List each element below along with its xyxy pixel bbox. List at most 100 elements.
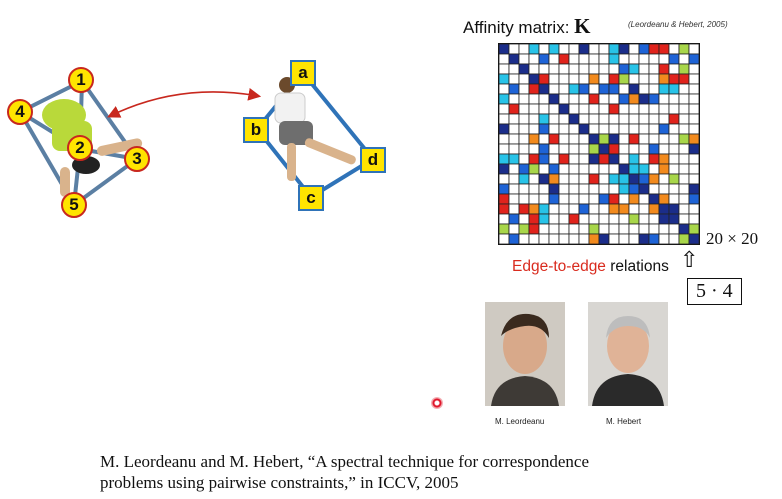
- matrix-cell: [568, 163, 580, 175]
- matrix-cell: [598, 173, 610, 185]
- matrix-cell: [538, 93, 550, 105]
- matrix-cell: [638, 103, 650, 115]
- matrix-cell: [678, 63, 690, 75]
- matrix-cell: [678, 123, 690, 135]
- matrix-cell: [548, 233, 560, 245]
- matrix-cell: [648, 223, 660, 235]
- matrix-cell: [568, 103, 580, 115]
- matrix-cell: [638, 183, 650, 195]
- matrix-cell: [508, 233, 520, 245]
- matrix-cell: [588, 63, 600, 75]
- matrix-cell: [538, 133, 550, 145]
- matrix-cell: [528, 63, 540, 75]
- matrix-cell: [528, 233, 540, 245]
- matrix-cell: [658, 183, 670, 195]
- matrix-cell: [548, 133, 560, 145]
- matrix-cell: [628, 53, 640, 65]
- matrix-cell: [628, 133, 640, 145]
- mouse-pointer-icon: [431, 397, 443, 409]
- matrix-cell: [628, 43, 640, 55]
- matrix-cell: [528, 213, 540, 225]
- citation-line-1: M. Leordeanu and M. Hebert, “A spectral …: [100, 452, 590, 471]
- matrix-cell: [668, 193, 680, 205]
- matrix-cell: [548, 153, 560, 165]
- matrix-cell: [568, 93, 580, 105]
- matrix-cell: [648, 193, 660, 205]
- matrix-cell: [528, 153, 540, 165]
- matrix-cell: [638, 113, 650, 125]
- matrix-cell: [528, 113, 540, 125]
- matrix-cell: [618, 223, 630, 235]
- matrix-cell: [498, 73, 510, 85]
- matrix-cell: [518, 53, 530, 65]
- matrix-cell: [688, 153, 700, 165]
- matrix-cell: [638, 133, 650, 145]
- matrix-cell: [648, 103, 660, 115]
- matrix-cell: [608, 143, 620, 155]
- matrix-cell: [638, 143, 650, 155]
- matrix-cell: [608, 123, 620, 135]
- matrix-cell: [568, 83, 580, 95]
- matrix-cell: [528, 203, 540, 215]
- matrix-cell: [678, 53, 690, 65]
- matrix-cell: [538, 123, 550, 135]
- matrix-cell: [608, 233, 620, 245]
- matrix-cell: [508, 113, 520, 125]
- matrix-cell: [548, 143, 560, 155]
- matrix-cell: [688, 73, 700, 85]
- matrix-cell: [678, 183, 690, 195]
- matrix-cell: [688, 103, 700, 115]
- matrix-cell: [578, 143, 590, 155]
- matrix-cell: [588, 183, 600, 195]
- affinity-title: Affinity matrix: K: [463, 14, 591, 39]
- matrix-cell: [508, 213, 520, 225]
- matrix-cell: [668, 53, 680, 65]
- matrix-cell: [538, 183, 550, 195]
- matrix-cell: [668, 143, 680, 155]
- relations-red-text: Edge-to-edge: [512, 258, 606, 275]
- matrix-cell: [548, 213, 560, 225]
- matrix-cell: [518, 143, 530, 155]
- matrix-cell: [658, 53, 670, 65]
- matrix-cell: [528, 183, 540, 195]
- matrix-cell: [558, 223, 570, 235]
- matrix-cell: [688, 43, 700, 55]
- matrix-cell: [638, 83, 650, 95]
- matrix-cell: [558, 63, 570, 75]
- matrix-cell: [598, 63, 610, 75]
- matrix-cell: [648, 63, 660, 75]
- matrix-cell: [658, 133, 670, 145]
- matrix-cell: [518, 193, 530, 205]
- matrix-cell: [598, 143, 610, 155]
- photo-leordeanu: [485, 302, 565, 406]
- matrix-cell: [558, 103, 570, 115]
- matrix-cell: [658, 213, 670, 225]
- up-arrow-icon: ⇧: [680, 247, 699, 272]
- matrix-cell: [538, 103, 550, 115]
- matrix-cell: [518, 103, 530, 115]
- matrix-cell: [568, 183, 580, 195]
- node-c: c: [298, 185, 324, 211]
- matrix-cell: [538, 53, 550, 65]
- matrix-cell: [588, 133, 600, 145]
- matrix-cell: [528, 53, 540, 65]
- matrix-cell: [528, 43, 540, 55]
- photo-hebert: [588, 302, 668, 406]
- left-graph-nodes: 1 2 3 4 5: [0, 55, 170, 225]
- matrix-cell: [568, 113, 580, 125]
- matrix-cell: [588, 93, 600, 105]
- matrix-cell: [678, 233, 690, 245]
- matrix-cell: [598, 73, 610, 85]
- matrix-cell: [538, 223, 550, 235]
- matrix-cell: [508, 43, 520, 55]
- matrix-cell: [648, 233, 660, 245]
- node-3: 3: [124, 146, 150, 172]
- matrix-cell: [668, 103, 680, 115]
- matrix-cell: [668, 223, 680, 235]
- matrix-cell: [558, 203, 570, 215]
- matrix-cell: [588, 113, 600, 125]
- matrix-cell: [628, 193, 640, 205]
- matrix-cell: [668, 133, 680, 145]
- matrix-cell: [598, 113, 610, 125]
- matrix-cell: [538, 163, 550, 175]
